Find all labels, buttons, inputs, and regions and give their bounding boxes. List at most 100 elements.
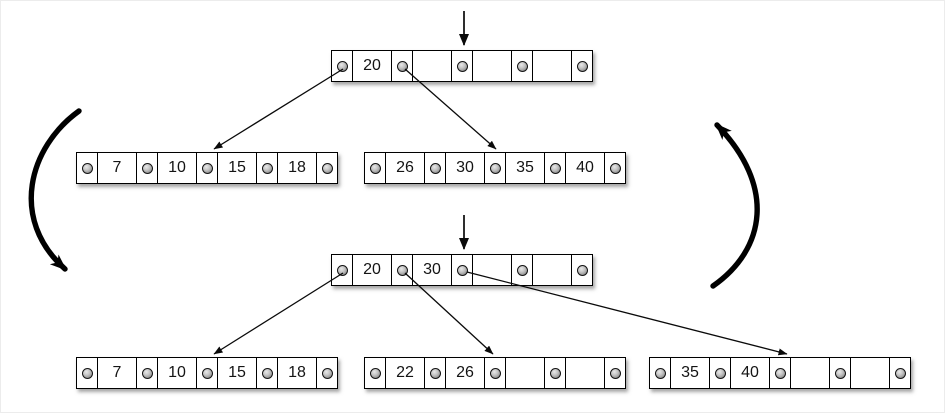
pointer-dot-icon bbox=[774, 367, 786, 379]
pointer-dot-icon bbox=[456, 264, 468, 276]
pointer-dot-icon bbox=[516, 60, 528, 72]
pointer-dot-icon bbox=[549, 367, 561, 379]
pointer-cell bbox=[425, 358, 445, 388]
pointer-cell bbox=[77, 153, 97, 183]
pointer-dot-icon bbox=[429, 162, 441, 174]
pointer-cell bbox=[605, 153, 625, 183]
pointer-cell bbox=[392, 51, 412, 81]
pointer-dot-icon bbox=[609, 162, 621, 174]
pointer-dot-icon bbox=[489, 162, 501, 174]
key-cell: 22 bbox=[385, 358, 425, 388]
pointer-dot-icon bbox=[321, 162, 333, 174]
pointer-dot-icon bbox=[201, 367, 213, 379]
child-pointer-arrow-before-left bbox=[213, 68, 344, 150]
btree-node-root-before: 20 bbox=[331, 50, 593, 82]
pointer-cell bbox=[257, 358, 277, 388]
key-cell bbox=[472, 51, 512, 81]
pointer-cell bbox=[485, 358, 505, 388]
pointer-dot-icon bbox=[714, 367, 726, 379]
pointer-cell bbox=[197, 153, 217, 183]
key-cell: 20 bbox=[352, 51, 392, 81]
key-cell bbox=[850, 358, 890, 388]
pointer-dot-icon bbox=[81, 367, 93, 379]
pointer-dot-icon bbox=[609, 367, 621, 379]
pointer-cell bbox=[572, 255, 592, 285]
pointer-cell bbox=[890, 358, 910, 388]
pointer-dot-icon bbox=[549, 162, 561, 174]
pointer-dot-icon bbox=[834, 367, 846, 379]
pointer-dot-icon bbox=[516, 264, 528, 276]
pointer-dot-icon bbox=[141, 162, 153, 174]
pointer-cell bbox=[545, 358, 565, 388]
btree-node-after-child-left: 7 10 15 18 bbox=[76, 357, 338, 389]
pointer-cell bbox=[197, 358, 217, 388]
key-cell: 40 bbox=[565, 153, 605, 183]
pointer-cell bbox=[545, 153, 565, 183]
pointer-cell bbox=[605, 358, 625, 388]
key-cell bbox=[505, 358, 545, 388]
key-cell: 18 bbox=[277, 358, 317, 388]
child-pointer-arrow-after-left bbox=[213, 272, 344, 355]
pointer-cell bbox=[485, 153, 505, 183]
key-cell: 35 bbox=[505, 153, 545, 183]
key-cell bbox=[532, 255, 572, 285]
pointer-dot-icon bbox=[261, 162, 273, 174]
pointer-dot-icon bbox=[336, 60, 348, 72]
pointer-cell bbox=[830, 358, 850, 388]
key-cell: 35 bbox=[670, 358, 710, 388]
btree-node-after-child-middle: 22 26 bbox=[364, 357, 626, 389]
key-cell: 30 bbox=[412, 255, 452, 285]
pointer-cell bbox=[77, 358, 97, 388]
pointer-dot-icon bbox=[396, 264, 408, 276]
pointer-dot-icon bbox=[654, 367, 666, 379]
pointer-dot-icon bbox=[489, 367, 501, 379]
pointer-dot-icon bbox=[141, 367, 153, 379]
pointer-cell bbox=[365, 358, 385, 388]
pointer-cell bbox=[512, 51, 532, 81]
pointer-cell bbox=[137, 358, 157, 388]
key-cell: 7 bbox=[97, 153, 137, 183]
key-cell: 18 bbox=[277, 153, 317, 183]
key-cell bbox=[412, 51, 452, 81]
transform-cycle-up-arrow-icon bbox=[710, 122, 760, 289]
transform-cycle-down-arrow-icon bbox=[28, 108, 82, 272]
pointer-cell bbox=[650, 358, 670, 388]
key-cell bbox=[532, 51, 572, 81]
key-cell: 20 bbox=[352, 255, 392, 285]
pointer-dot-icon bbox=[201, 162, 213, 174]
pointer-dot-icon bbox=[369, 367, 381, 379]
pointer-cell bbox=[365, 153, 385, 183]
pointer-cell bbox=[512, 255, 532, 285]
pointer-cell bbox=[425, 153, 445, 183]
key-cell bbox=[565, 358, 605, 388]
pointer-dot-icon bbox=[429, 367, 441, 379]
pointer-dot-icon bbox=[261, 367, 273, 379]
key-cell: 30 bbox=[445, 153, 485, 183]
key-cell: 10 bbox=[157, 153, 197, 183]
pointer-cell bbox=[317, 153, 337, 183]
pointer-dot-icon bbox=[321, 367, 333, 379]
pointer-cell bbox=[710, 358, 730, 388]
pointer-dot-icon bbox=[576, 60, 588, 72]
key-cell bbox=[790, 358, 830, 388]
btree-node-before-child-left: 7 10 15 18 bbox=[76, 152, 338, 184]
pointer-cell bbox=[392, 255, 412, 285]
key-cell: 7 bbox=[97, 358, 137, 388]
pointer-cell bbox=[332, 51, 352, 81]
pointer-cell bbox=[332, 255, 352, 285]
pointer-cell bbox=[770, 358, 790, 388]
pointer-cell bbox=[572, 51, 592, 81]
pointer-dot-icon bbox=[396, 60, 408, 72]
pointer-cell bbox=[137, 153, 157, 183]
key-cell: 15 bbox=[217, 153, 257, 183]
key-cell: 15 bbox=[217, 358, 257, 388]
key-cell: 10 bbox=[157, 358, 197, 388]
pointer-cell bbox=[452, 51, 472, 81]
pointer-cell bbox=[452, 255, 472, 285]
pointer-dot-icon bbox=[369, 162, 381, 174]
pointer-dot-icon bbox=[894, 367, 906, 379]
key-cell: 26 bbox=[445, 358, 485, 388]
pointer-cell bbox=[317, 358, 337, 388]
